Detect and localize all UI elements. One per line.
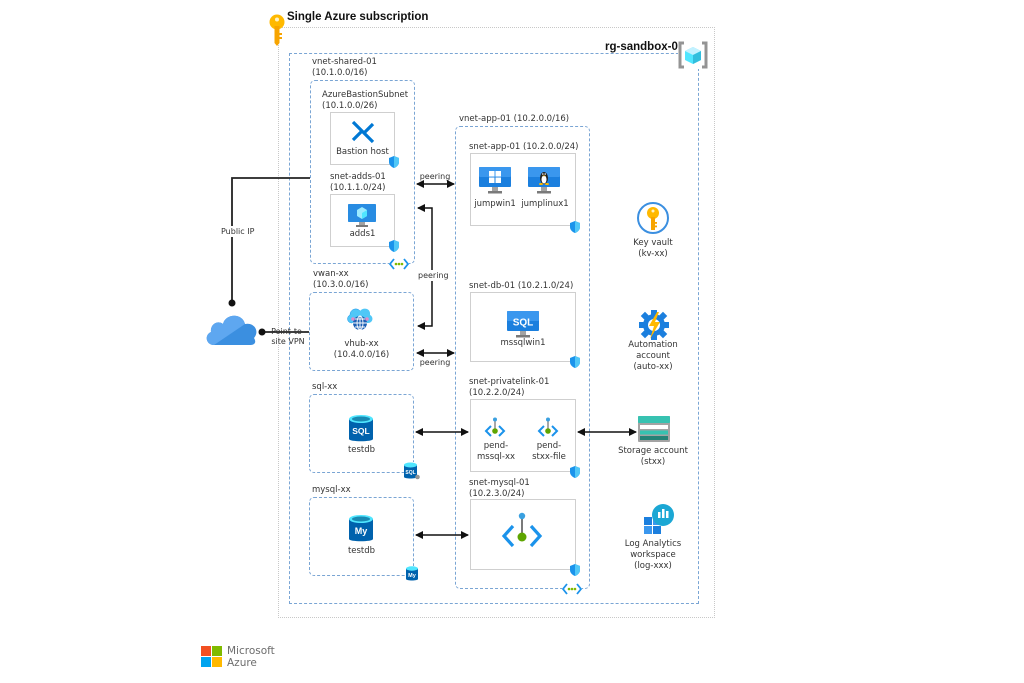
storage-account-icon <box>638 416 670 442</box>
automation-label-2: account <box>636 351 670 361</box>
bastion-subnet-name: AzureBastionSubnet <box>322 90 409 100</box>
resource-group-icon <box>678 41 708 69</box>
nsg-shield-icon <box>570 564 580 576</box>
privatelink-subnet-name: snet-privatelink-01 <box>469 377 550 387</box>
pend-stxx-label-2: stxx-file <box>532 452 566 462</box>
sql-server-icon: SQL <box>404 462 420 480</box>
mysql-server-icon: My <box>406 566 418 581</box>
app-subnet-name: snet-app-01 (10.2.0.0/24) <box>469 142 579 152</box>
p2s-label-1: Point-to- <box>271 327 305 336</box>
jumpwin1-label: jumpwin1 <box>474 199 516 209</box>
public-ip-endpoint <box>228 299 236 307</box>
nsg-shield-icon <box>570 466 580 478</box>
subscription-boundary <box>278 27 715 618</box>
peering-label: peering <box>419 358 451 367</box>
bastion-icon <box>350 120 376 144</box>
svg-text:SQL: SQL <box>405 470 415 476</box>
vwan-name: vwan-xx <box>313 269 349 279</box>
public-ip-label: Public IP <box>220 226 256 237</box>
privatelink-subnet-cidr: (10.2.2.0/24) <box>469 388 525 398</box>
windows-vm-icon <box>479 167 511 195</box>
app-subnet-box <box>470 153 576 226</box>
key-vault-label: Key vault <box>633 238 673 248</box>
nsg-shield-icon <box>570 356 580 368</box>
vnet-shared-name: vnet-shared-01 <box>312 57 377 67</box>
automation-label-3: (auto-xx) <box>633 362 673 372</box>
mysql-subnet-cidr: (10.2.3.0/24) <box>469 489 525 499</box>
vm-icon <box>348 204 376 228</box>
svg-text:My: My <box>408 573 417 579</box>
bastion-subnet-cidr: (10.1.0.0/26) <box>322 101 378 111</box>
vwan-hub-boundary <box>309 292 414 371</box>
peering-label: peering <box>419 172 451 181</box>
svg-text:SQL: SQL <box>513 318 534 329</box>
adds-subnet-cidr: (10.1.1.0/24) <box>330 183 386 193</box>
p2s-label-2: site VPN <box>271 337 305 346</box>
key-vault-icon <box>637 202 669 234</box>
privatelink-subnet-box <box>470 399 576 472</box>
resource-group-title: rg-sandbox-01 <box>605 41 685 53</box>
vnet-shared-cidr: (10.1.0.0/16) <box>312 68 368 78</box>
microsoft-logo-icon <box>201 646 223 668</box>
storage-label: Storage account <box>618 446 688 456</box>
sql-database-icon: SQL <box>349 415 373 443</box>
subscription-title: Single Azure subscription <box>287 11 429 23</box>
pend-stxx-label-1: pend- <box>536 441 562 451</box>
peering-label: peering <box>417 270 449 281</box>
sql-vm-icon: SQL <box>507 311 539 339</box>
private-endpoint-icon <box>484 417 506 439</box>
nsg-shield-icon <box>570 221 580 233</box>
sql-db-label: testdb <box>347 445 376 455</box>
pend-mssql-label-1: pend- <box>483 441 509 451</box>
brand-line-2: Azure <box>227 657 257 669</box>
brand-line-1: Microsoft <box>227 645 275 657</box>
jumplinux1-label: jumplinux1 <box>521 199 569 209</box>
mysql-db-label: testdb <box>347 546 376 556</box>
adds1-label: adds1 <box>349 229 376 239</box>
nsg-shield-icon <box>389 240 399 252</box>
sql-server-boundary <box>309 394 414 473</box>
svg-text:My: My <box>355 526 368 536</box>
vnet-icon <box>561 583 583 595</box>
log-analytics-label-1: Log Analytics <box>624 539 682 549</box>
svg-text:SQL: SQL <box>352 426 369 436</box>
vwan-cidr: (10.3.0.0/16) <box>313 280 369 290</box>
storage-name: (stxx) <box>640 457 666 467</box>
vnet-shared-boundary <box>310 80 415 264</box>
log-analytics-label-3: (log-xxx) <box>634 561 672 571</box>
mysql-server-name: mysql-xx <box>312 485 351 495</box>
mysql-server-boundary <box>309 497 414 576</box>
mssqlwin1-label: mssqlwin1 <box>500 338 546 348</box>
vnet-app-name: vnet-app-01 (10.2.0.0/16) <box>459 114 570 124</box>
vnet-icon <box>388 258 410 270</box>
automation-label-1: Automation <box>628 340 678 350</box>
key-vault-name: (kv-xx) <box>638 249 668 259</box>
mysql-subnet-name: snet-mysql-01 <box>469 478 530 488</box>
log-analytics-icon <box>643 503 675 535</box>
linux-vm-icon <box>528 167 560 195</box>
resource-group-boundary <box>289 53 699 604</box>
mysql-database-icon: My <box>349 515 373 543</box>
internet-cloud-icon <box>204 311 260 347</box>
subnet-delegation-icon <box>501 512 543 552</box>
sql-server-name: sql-xx <box>312 382 338 392</box>
subscription-key-icon <box>268 14 286 46</box>
virtual-hub-icon <box>345 305 375 333</box>
bastion-host-label: Bastion host <box>336 147 389 157</box>
private-endpoint-icon <box>537 417 559 439</box>
automation-account-icon <box>638 309 670 341</box>
pend-mssql-label-2: mssql-xx <box>476 452 516 462</box>
bastion-subnet-box <box>330 112 395 165</box>
nsg-shield-icon <box>389 156 399 168</box>
vhub-name: vhub-xx <box>344 339 379 349</box>
vnet-app-boundary <box>455 126 590 589</box>
db-subnet-name: snet-db-01 (10.2.1.0/24) <box>469 281 574 291</box>
log-analytics-label-2: workspace <box>630 550 676 560</box>
adds-subnet-name: snet-adds-01 <box>330 172 386 182</box>
vhub-cidr: (10.4.0.0/16) <box>333 350 390 360</box>
